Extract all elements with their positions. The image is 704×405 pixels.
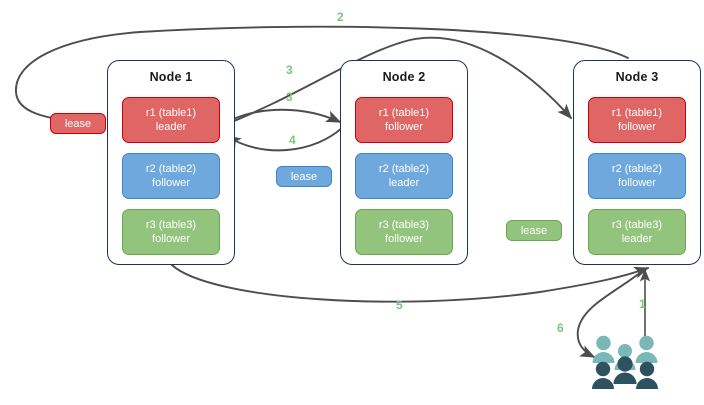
replica-node2-r1[interactable]: r1 (table1) follower <box>355 97 453 143</box>
node-title: Node 1 <box>149 70 193 84</box>
node-box-node-1[interactable]: Node 1 r1 (table1) leader r2 (table2) fo… <box>107 60 235 265</box>
replica-name: r2 (table2) <box>145 163 197 175</box>
node-title: Node 3 <box>615 70 659 84</box>
replica-name: r3 (table3) <box>611 219 663 231</box>
lease-pill-r3[interactable]: lease <box>506 220 562 241</box>
replica-role: follower <box>618 177 656 189</box>
replica-node3-r1[interactable]: r1 (table1) follower <box>588 97 686 143</box>
edge-label-4: 4 <box>289 133 296 147</box>
lease-pill-r1[interactable]: lease <box>50 113 106 134</box>
node-box-node-2[interactable]: Node 2 r1 (table1) follower r2 (table2) … <box>340 60 468 265</box>
edge-label-6: 6 <box>557 321 564 335</box>
lease-label: lease <box>520 224 548 237</box>
replica-name: r1 (table1) <box>611 107 663 119</box>
edge-label-2: 2 <box>337 10 344 24</box>
replica-name: r3 (table3) <box>145 219 197 231</box>
replica-node2-r3[interactable]: r3 (table3) follower <box>355 209 453 255</box>
replica-name: r2 (table2) <box>611 163 663 175</box>
replica-node1-r3[interactable]: r3 (table3) follower <box>122 209 220 255</box>
replica-name: r1 (table1) <box>378 107 430 119</box>
replica-role: follower <box>385 233 423 245</box>
edge-4-path <box>225 124 346 152</box>
edge-3-short-path <box>218 108 342 128</box>
edge-label-1: 1 <box>639 297 646 311</box>
replica-role: leader <box>155 121 187 133</box>
node-box-node-3[interactable]: Node 3 r1 (table1) follower r2 (table2) … <box>573 60 701 265</box>
replica-node1-r2[interactable]: r2 (table2) follower <box>122 153 220 199</box>
replica-role: leader <box>388 177 420 189</box>
lease-pill-r2[interactable]: lease <box>276 166 332 187</box>
edge-5-path <box>171 264 650 303</box>
replica-node3-r3[interactable]: r3 (table3) leader <box>588 209 686 255</box>
node-title: Node 2 <box>382 70 426 84</box>
replica-node2-r2[interactable]: r2 (table2) leader <box>355 153 453 199</box>
edge-label-5: 5 <box>396 298 403 312</box>
lease-label: lease <box>290 170 318 183</box>
replica-name: r2 (table2) <box>378 163 430 175</box>
replica-node3-r2[interactable]: r2 (table2) follower <box>588 153 686 199</box>
clients-group-icon <box>592 335 658 389</box>
edge-label-3b: 3 <box>286 90 293 104</box>
replica-role: follower <box>385 121 423 133</box>
replica-role: follower <box>618 121 656 133</box>
replica-role: leader <box>621 233 653 245</box>
lease-label: lease <box>64 117 92 130</box>
replica-name: r1 (table1) <box>145 107 197 119</box>
replica-node1-r1[interactable]: r1 (table1) leader <box>122 97 220 143</box>
replica-role: follower <box>152 177 190 189</box>
edge-label-3a: 3 <box>286 63 293 77</box>
replica-name: r3 (table3) <box>378 219 430 231</box>
replica-role: follower <box>152 233 190 245</box>
